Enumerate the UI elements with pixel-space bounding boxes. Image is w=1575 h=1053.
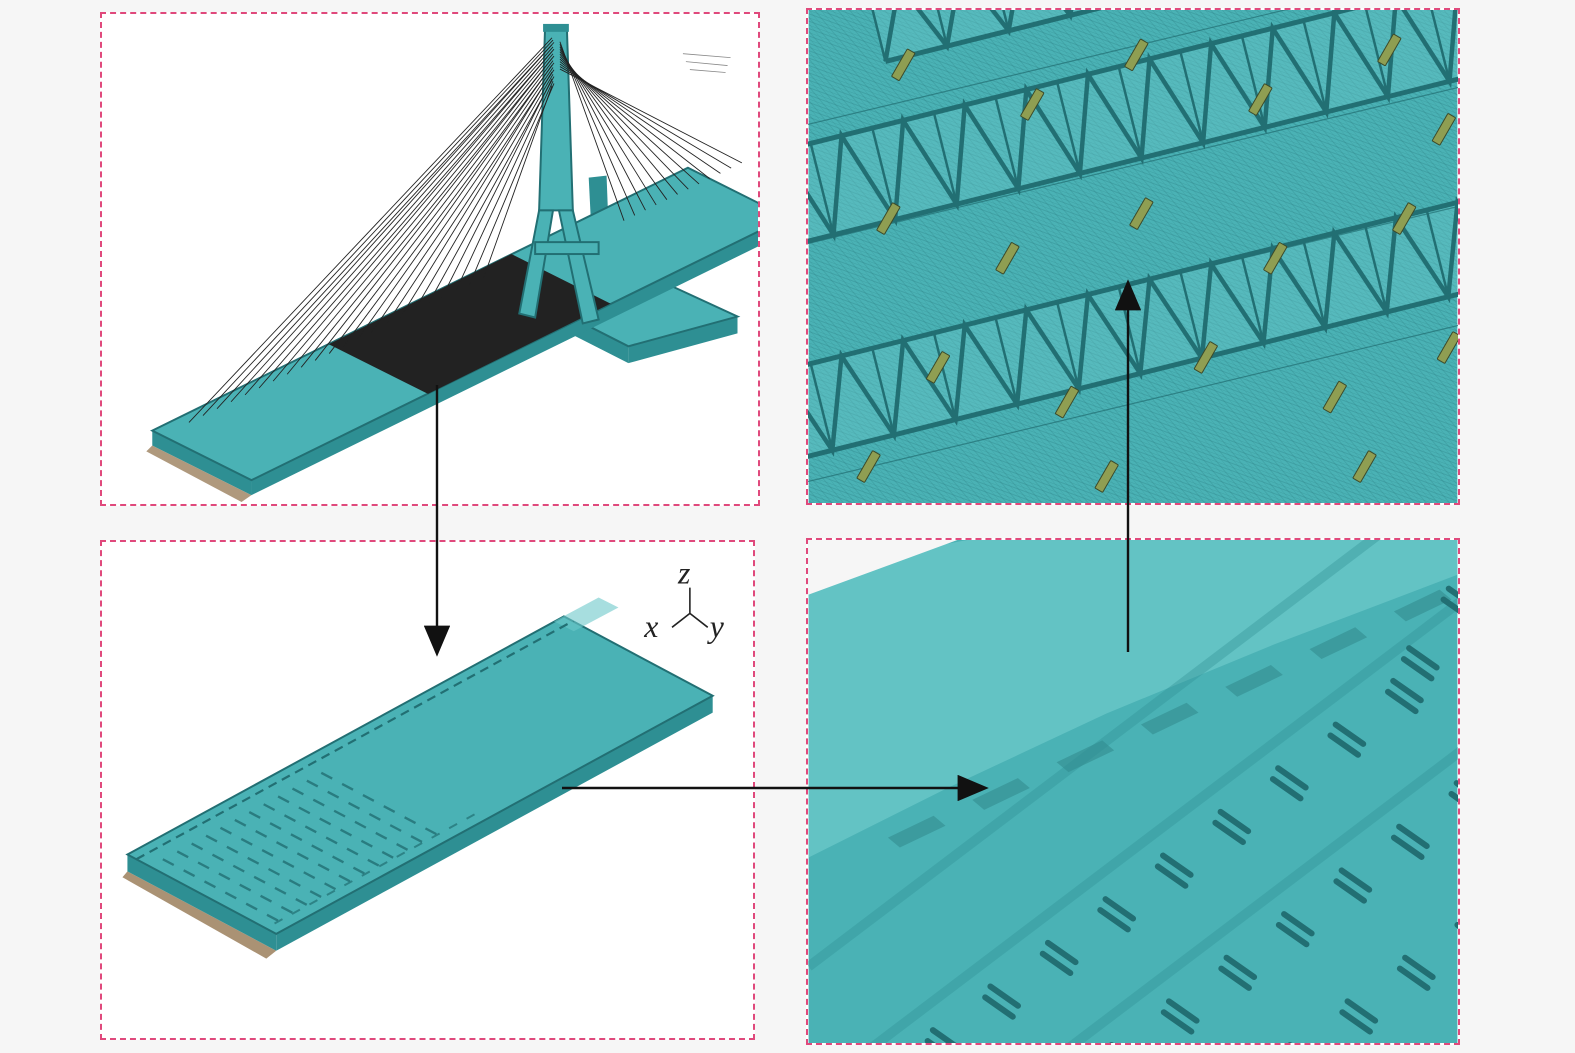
- axis-label-x: x: [643, 609, 658, 644]
- surface-groove-marks: [924, 585, 1458, 1043]
- surface-corner-cut: [808, 540, 958, 595]
- panel-deck-surface-zoom: [806, 538, 1460, 1045]
- axis-label-z: z: [677, 556, 690, 591]
- deck-surface-drawing: [808, 540, 1458, 1043]
- deck-segment-texture: [135, 616, 582, 925]
- panel-full-bridge-model: [100, 12, 760, 506]
- deck-segment-drawing: z x y: [122, 556, 725, 959]
- stay-cables: [188, 37, 743, 423]
- panel-deck-structure-zoom: [806, 8, 1460, 505]
- axis-label-y: y: [707, 609, 725, 644]
- surface-light-band: [808, 540, 1458, 858]
- deck-segment: [122, 597, 715, 959]
- axis-triad-icon: [671, 587, 709, 628]
- small-annotation-marks: [682, 53, 731, 73]
- surface-light-streaks: [808, 540, 1458, 1043]
- shear-stud-posts: [856, 33, 1458, 493]
- truss-girders: [808, 10, 1458, 483]
- surface-step-shadows: [887, 589, 1452, 848]
- full-bridge-model-drawing: [146, 23, 758, 503]
- pylon: [518, 23, 600, 325]
- panel-deck-segment-model: z x y: [100, 540, 755, 1040]
- deck-structure-drawing: [808, 10, 1458, 503]
